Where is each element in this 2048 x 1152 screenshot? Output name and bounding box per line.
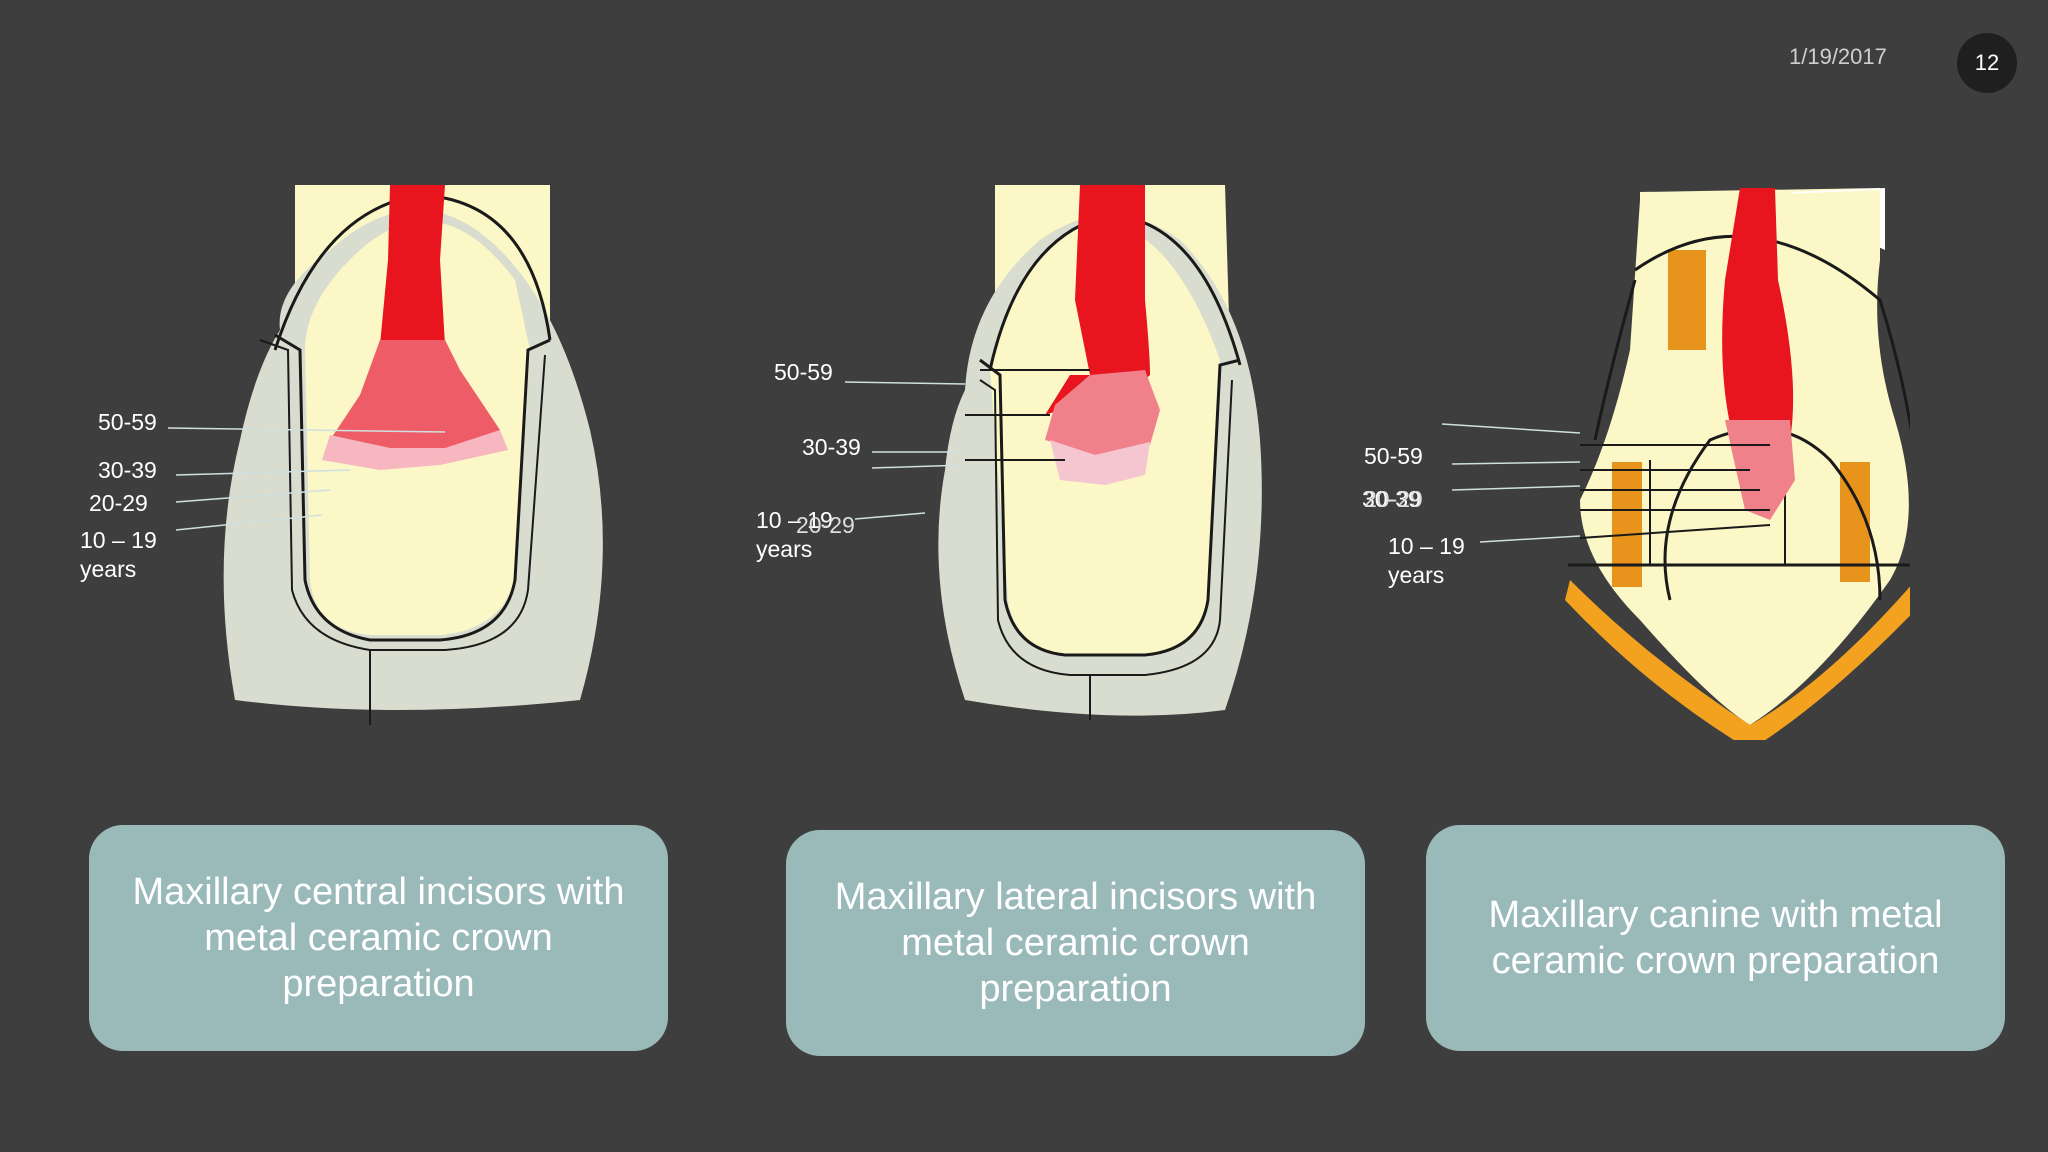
age-label-50-59: 50-59 [1364, 443, 1423, 469]
slide-date: 1/19/2017 [1789, 44, 1887, 69]
age-label-20-29: 20-29 [1364, 486, 1423, 512]
age-label-50-59: 50-59 [98, 409, 157, 435]
age-label-30-39: 30-39 [98, 457, 157, 483]
age-label-years: years [80, 556, 137, 582]
age-label-50-59: 50-59 [774, 359, 833, 385]
age-label-20-29: 20-29 [89, 490, 148, 516]
canine-diagram: 50-59 30-39 20-29 10 – 19 years [1350, 180, 1910, 740]
age-label-30-39: 30-39 [1362, 486, 1421, 512]
age-label-20-29: 20-29 [796, 512, 855, 538]
age-label-10-19: 10 – 19 [756, 507, 833, 533]
lateral-incisor-diagram: 50-59 30-39 10 – 19 20-29 years [750, 180, 1310, 740]
slide-number-badge: 12 [1957, 33, 2017, 93]
central-incisor-diagram: 50-59 30-39 20-29 10 – 19 years [60, 180, 620, 740]
age-label-30-39: 30-39 [802, 434, 861, 460]
age-label-10-19: 10 – 19 [1388, 533, 1465, 559]
caption-canine: Maxillary canine with metal ceramic crow… [1426, 825, 2005, 1051]
age-label-10-19: 10 – 19 [80, 527, 157, 553]
caption-central-incisor: Maxillary central incisors with metal ce… [89, 825, 668, 1051]
age-label-years: years [1388, 562, 1445, 588]
age-label-years: years [756, 536, 813, 562]
caption-lateral-incisor: Maxillary lateral incisors with metal ce… [786, 830, 1365, 1056]
